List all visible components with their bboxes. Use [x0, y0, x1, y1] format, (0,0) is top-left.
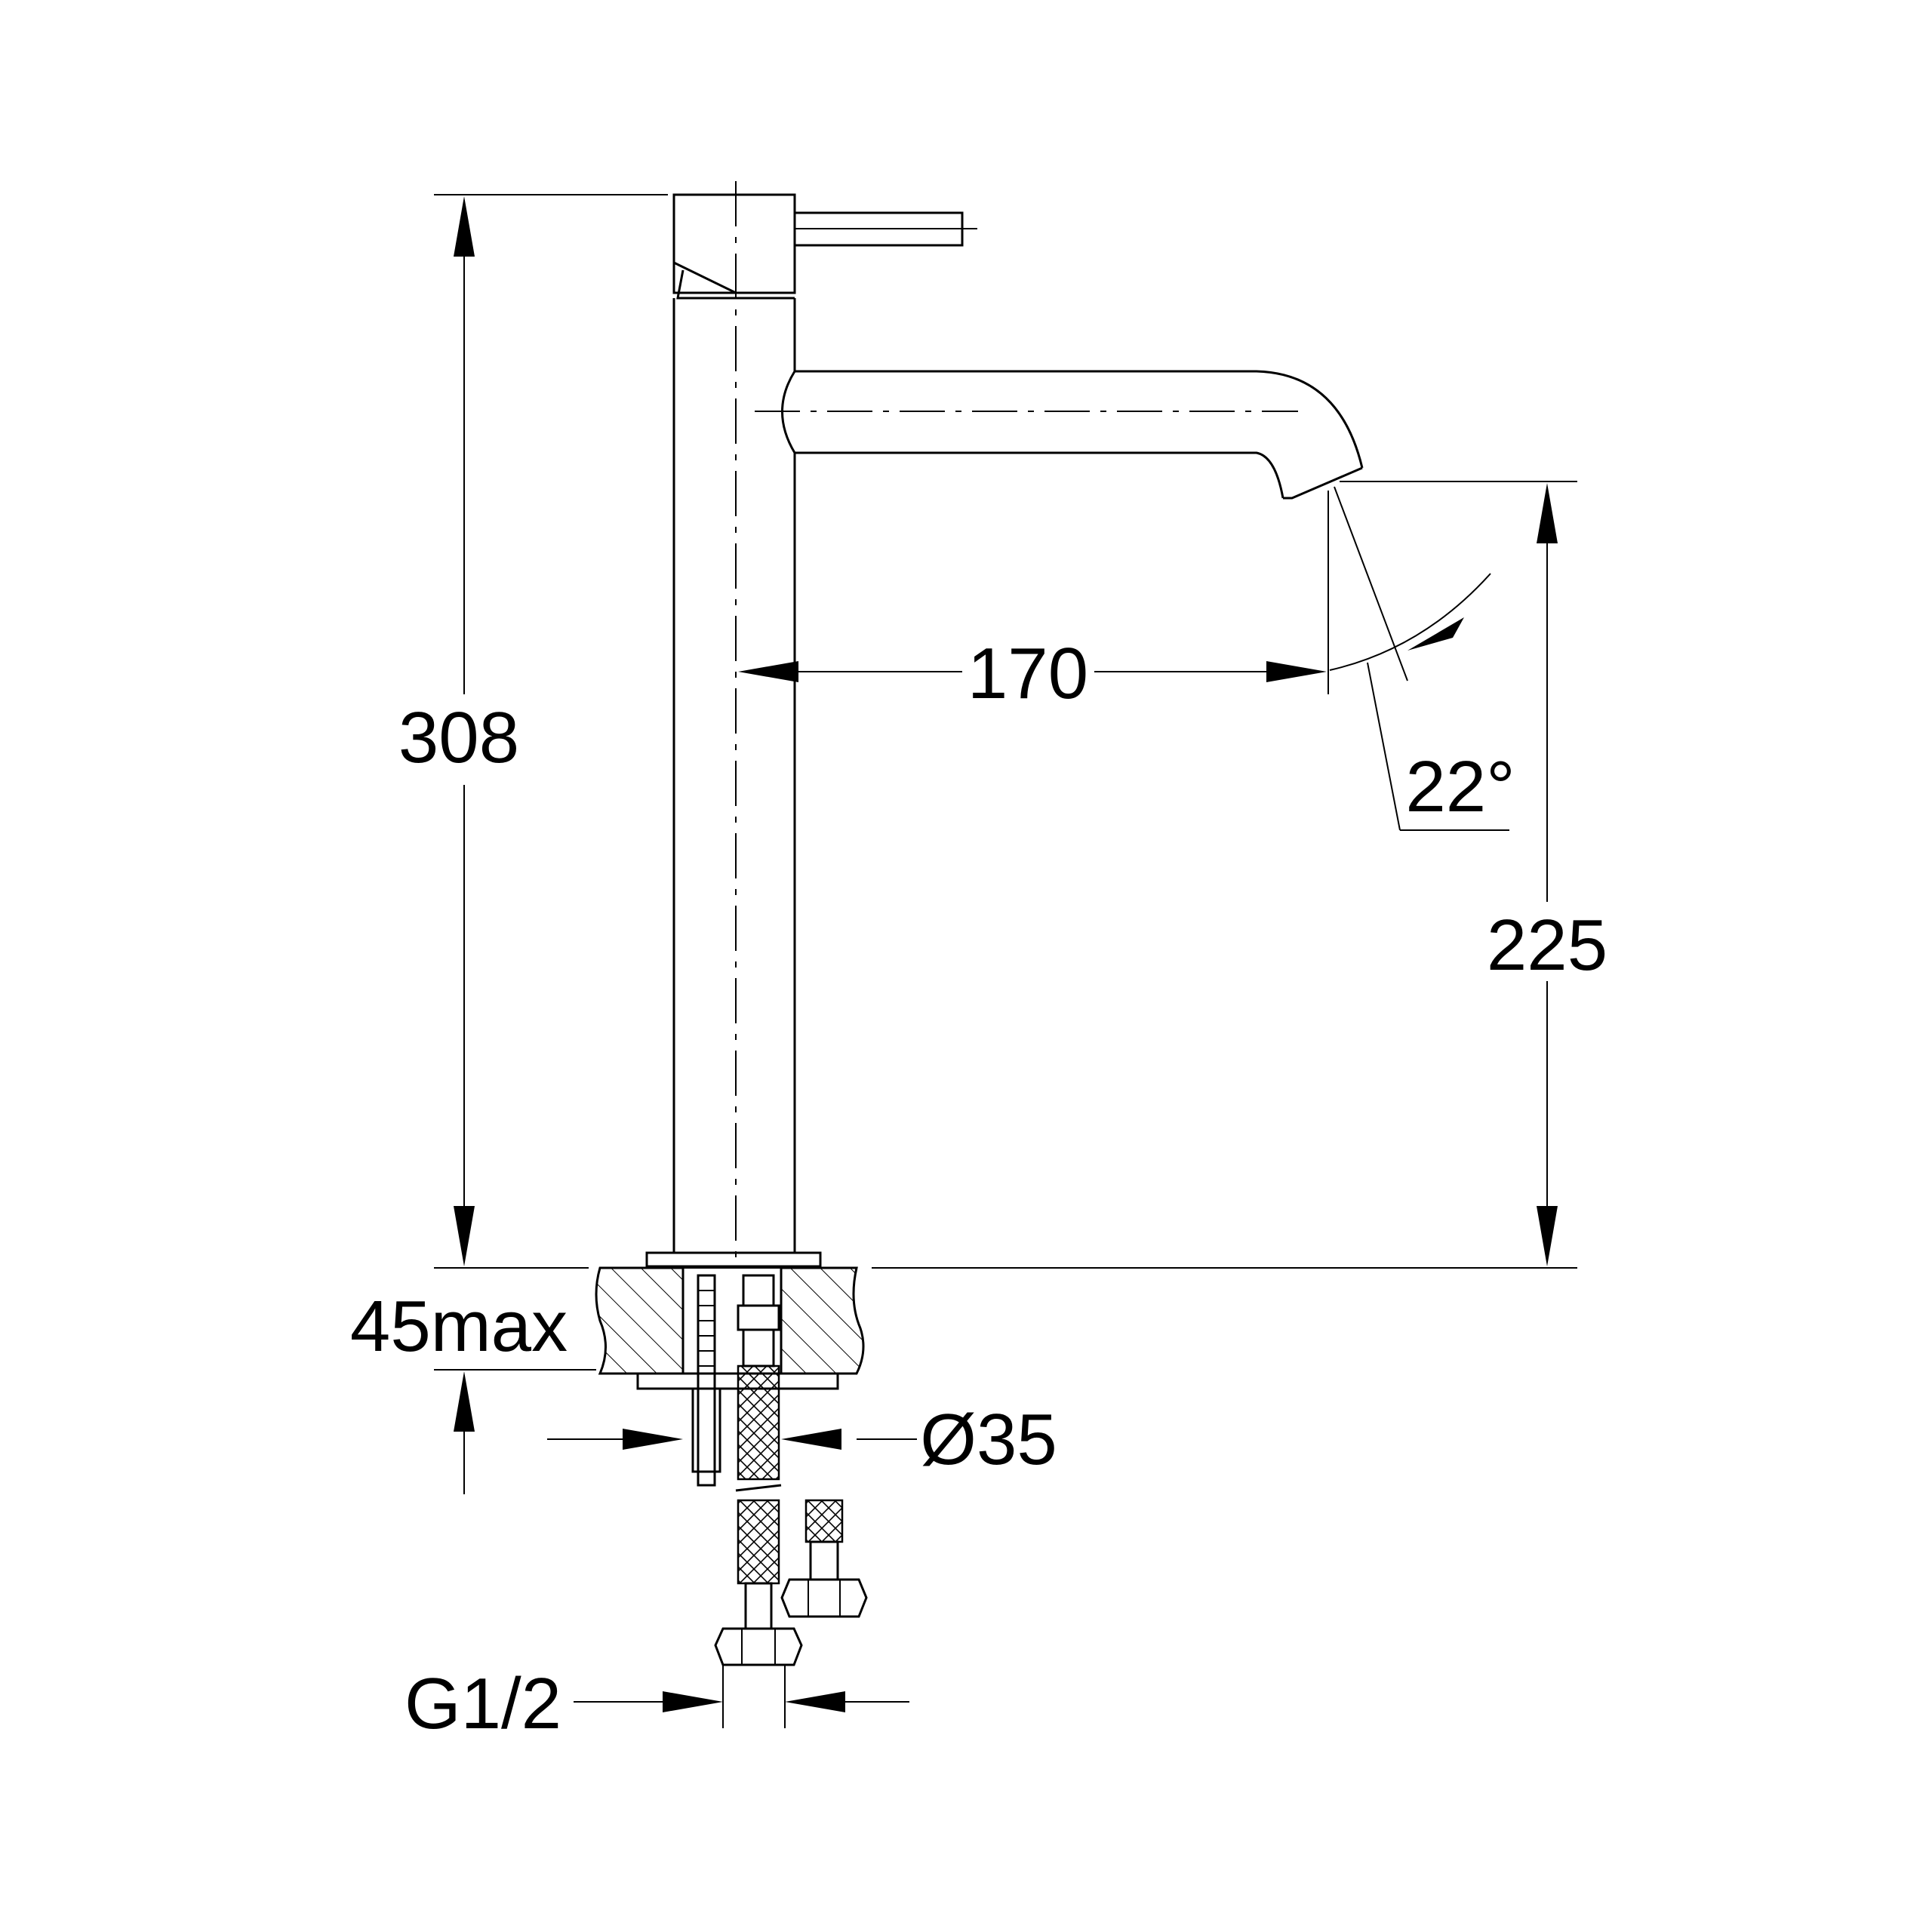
dimension-connection-thread: G1/2	[405, 1663, 909, 1744]
label-spout-reach: 170	[968, 633, 1088, 714]
angle-leader	[1367, 662, 1401, 831]
arrow-angle	[1407, 617, 1464, 651]
arrow-170-left	[738, 661, 798, 682]
label-spout-angle: 22°	[1405, 746, 1515, 827]
angle-ref-line	[1334, 486, 1408, 681]
faucet-body	[645, 181, 977, 1268]
stud-thread-marks	[698, 1290, 715, 1367]
label-mount-diameter: Ø35	[920, 1399, 1057, 1480]
handle-cap	[672, 193, 796, 294]
stud-nut	[691, 1387, 721, 1473]
arrow-45	[454, 1371, 475, 1432]
label-overall-height: 308	[398, 697, 519, 778]
spout	[755, 370, 1364, 500]
base-plate	[645, 1251, 822, 1268]
stud-tip	[697, 1470, 716, 1487]
second-hose-hex-nut	[780, 1578, 868, 1618]
second-hose	[804, 1499, 844, 1543]
main-hose-hex-nut	[714, 1627, 803, 1666]
arrow-308-top	[454, 196, 475, 257]
arrow-225-top	[1537, 483, 1558, 543]
dimension-spout-reach: 170	[738, 491, 1329, 714]
dimension-overall-height: 308	[398, 194, 668, 1269]
main-hose-lower	[737, 1499, 780, 1585]
spout-top-edge	[795, 370, 1364, 469]
arrow-g-left	[663, 1691, 723, 1712]
label-connection-thread: G1/2	[405, 1663, 561, 1744]
arrow-225-bottom	[1537, 1206, 1558, 1266]
angle-arc	[1329, 573, 1491, 671]
dimension-spout-height: 225	[872, 481, 1607, 1269]
cap-collar	[676, 269, 795, 300]
arrow-170-right	[1266, 661, 1327, 682]
main-hose-upper	[737, 1364, 780, 1481]
spout-outlet	[1283, 466, 1363, 500]
cap-chamfer	[673, 261, 795, 294]
second-hose-ferrule	[809, 1540, 839, 1581]
arrow-g-right	[785, 1691, 845, 1712]
spout-bottom-edge	[795, 451, 1284, 499]
dimension-deck-thickness: 45max	[350, 1286, 596, 1494]
main-hose-ferrule	[744, 1582, 773, 1630]
arrow-308-bottom	[454, 1206, 475, 1266]
mounting-hardware	[691, 1274, 868, 1666]
dimension-spout-angle: 22°	[1329, 486, 1515, 831]
label-spout-height: 225	[1487, 905, 1607, 986]
hose-break-line	[735, 1484, 782, 1492]
deck-section	[595, 1266, 865, 1390]
arrow-35-left	[623, 1429, 683, 1450]
arrow-35-right	[781, 1429, 841, 1450]
label-deck-thickness: 45max	[350, 1286, 568, 1367]
dimension-mount-diameter: Ø35	[547, 1399, 1057, 1480]
